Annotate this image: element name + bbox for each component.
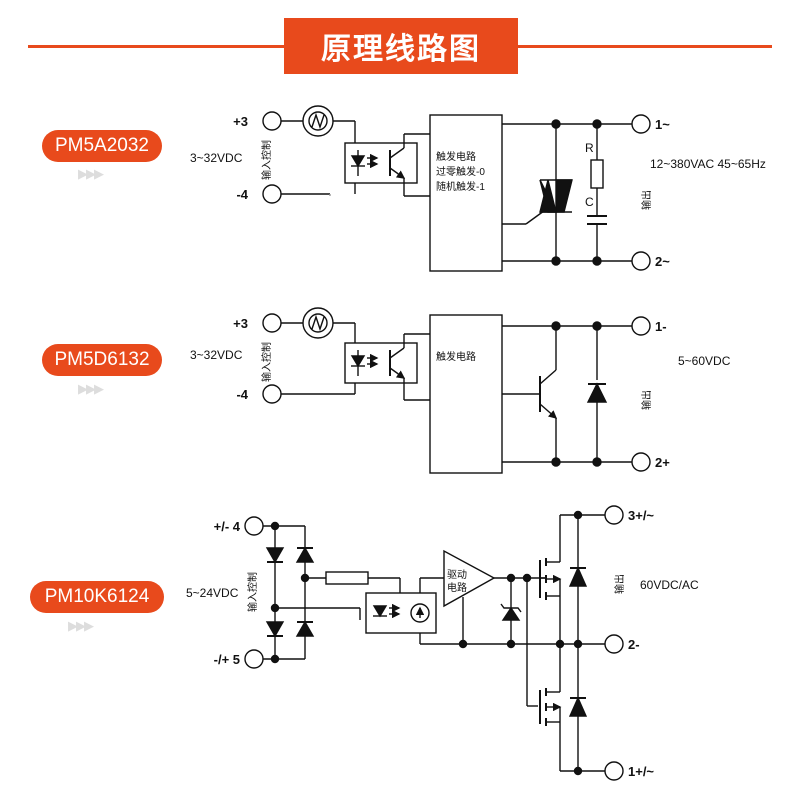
current-source-inner — [308, 111, 328, 131]
input-range-label: 3~32VDC — [190, 151, 243, 165]
trigger-circuit-box — [429, 114, 503, 272]
terminal-out3 — [604, 505, 624, 525]
header-rule-right — [518, 45, 772, 48]
bridge-diode-icon — [265, 547, 285, 564]
input-range-label: 5~24VDC — [186, 586, 239, 600]
capacitor-label: C — [585, 195, 594, 209]
terminal-plus3 — [262, 313, 282, 333]
model-badge-pm5a2032: PM5A2032 — [42, 130, 162, 162]
out-pin-1-label: 1~ — [655, 117, 670, 132]
terminal-bottom — [244, 649, 264, 669]
out-pin-2-label: 2- — [628, 637, 640, 652]
terminal-plus3 — [262, 111, 282, 131]
output-range-label: 5~60VDC — [678, 354, 731, 368]
trigger-line-1: 触发电路 — [436, 150, 476, 163]
model-badge-pm5d6132: PM5D6132 — [42, 344, 162, 376]
led-icon — [372, 605, 388, 618]
driver-line-2: 电路 — [447, 581, 467, 594]
out-pin-2-label: 2+ — [655, 455, 670, 470]
driver-amplifier-icon — [443, 549, 496, 608]
trigger-circuit-box — [429, 314, 503, 474]
pin-minus4-label: -4 — [236, 387, 248, 402]
terminal-out1 — [604, 761, 624, 781]
terminal-minus4 — [262, 384, 282, 404]
terminal-out2 — [631, 452, 651, 472]
out-pin-2-label: 2~ — [655, 254, 670, 269]
pin-minus4-label: -4 — [236, 187, 248, 202]
pin-plus3-label: +3 — [233, 316, 248, 331]
header-rule-left — [28, 45, 284, 48]
led-icon — [350, 355, 366, 368]
input-control-label: 输入控制 — [260, 342, 273, 382]
bridge-diode-icon — [295, 620, 315, 637]
out-pin-3-label: 3+/~ — [628, 508, 654, 523]
output-label: 输出 — [640, 190, 653, 210]
pin-plus3-label: +3 — [233, 114, 248, 129]
trigger-line-1: 触发电路 — [436, 350, 476, 363]
photo-detector-icon — [410, 603, 430, 623]
circuit-pm5a2032 — [262, 105, 651, 272]
chevron-icon: ▶▶▶ — [78, 166, 104, 181]
out-pin-1-label: 1- — [655, 319, 667, 334]
input-control-label: 输入控制 — [246, 572, 259, 612]
optocoupler-box — [365, 592, 437, 634]
pin-top-label: +/- 4 — [214, 519, 241, 534]
resistor-r-icon — [590, 159, 604, 189]
model-badge-pm10k6124: PM10K6124 — [30, 581, 164, 613]
output-label: 输出 — [613, 574, 626, 594]
resistor-label: R — [585, 141, 594, 155]
terminal-out1 — [631, 114, 651, 134]
resistor-icon — [325, 571, 369, 585]
output-label: 输出 — [640, 390, 653, 410]
circuit-pm10k6124 — [244, 505, 624, 781]
driver-line-1: 驱动 — [447, 569, 467, 581]
chevron-icon: ▶▶▶ — [68, 618, 94, 633]
bridge-diode-icon — [295, 546, 315, 563]
current-source-wave — [311, 112, 325, 130]
terminal-top — [244, 516, 264, 536]
diode-lower-icon — [568, 696, 588, 717]
optocoupler-box — [344, 142, 418, 184]
terminal-out1 — [631, 316, 651, 336]
diode-icon — [586, 382, 608, 403]
input-range-label: 3~32VDC — [190, 348, 243, 362]
input-control-label: 输入控制 — [260, 140, 273, 180]
out-pin-1-label: 1+/~ — [628, 764, 654, 779]
bridge-diode-icon — [265, 621, 285, 638]
trigger-line-2: 过零触发-0 — [436, 165, 485, 178]
circuit-pm5d6132 — [262, 307, 651, 474]
terminal-out2 — [604, 634, 624, 654]
output-range-label: 60VDC/AC — [640, 578, 699, 592]
output-range-label: 12~380VAC 45~65Hz — [650, 157, 766, 171]
terminal-minus4 — [262, 184, 282, 204]
trigger-line-3: 随机触发-1 — [436, 180, 485, 193]
optocoupler-box — [344, 342, 418, 384]
terminal-out2 — [631, 251, 651, 271]
diode-upper-icon — [568, 566, 588, 587]
pin-bottom-label: -/+ 5 — [214, 652, 240, 667]
page-title: 原理线路图 — [284, 18, 518, 74]
led-icon — [350, 155, 366, 168]
zener-diode-icon — [501, 606, 521, 621]
chevron-icon: ▶▶▶ — [78, 381, 104, 396]
